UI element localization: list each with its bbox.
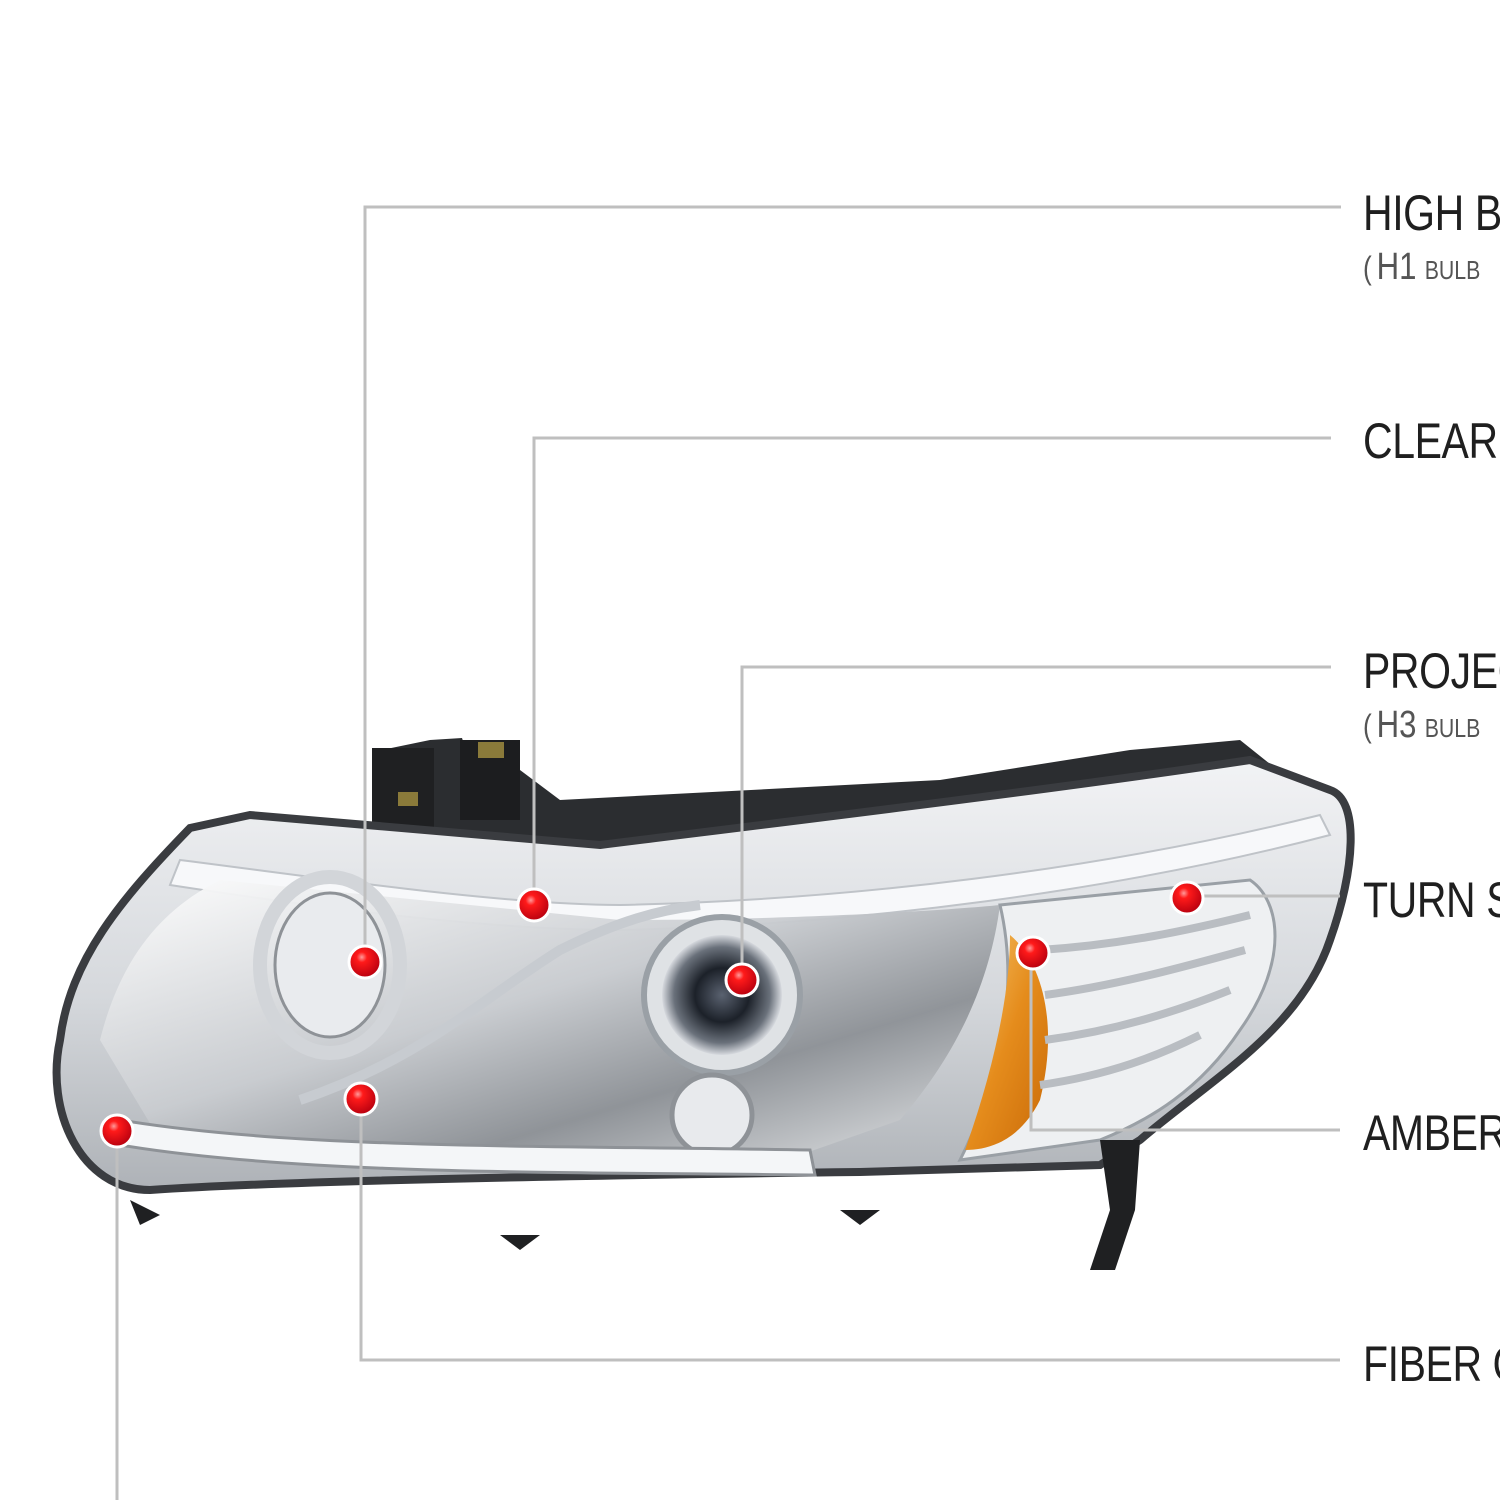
- callout-turn-signal-title: TURN S: [1363, 872, 1500, 928]
- red-dot-marker: [343, 1081, 379, 1117]
- leader-line-clear-lens: [532, 436, 1331, 903]
- red-dot-marker: [1169, 880, 1205, 916]
- callout-high-beam-title: HIGH B: [1363, 185, 1500, 241]
- fiber-optic-swoosh: [298, 900, 701, 1105]
- connector-tab: [478, 742, 504, 758]
- leader-line-amber: [1029, 955, 1340, 1132]
- high-beam-ring: [253, 870, 407, 1060]
- leader-lines: [115, 205, 1341, 1500]
- leader-line-projector: [740, 665, 1331, 978]
- leader-line-high-beam: [363, 205, 1341, 962]
- markers: [99, 880, 1205, 1149]
- red-dot-marker: [99, 1113, 135, 1149]
- callout-amber-title: AMBER: [1363, 1105, 1500, 1161]
- connector-tab-2: [398, 792, 418, 806]
- red-dot-marker: [1015, 935, 1051, 971]
- rear-housing: [372, 738, 1300, 860]
- red-dot-marker: [724, 962, 760, 998]
- high-beam-bowl: [273, 891, 387, 1039]
- callout-paren: (: [1363, 708, 1372, 744]
- callout-bulb-code: H1: [1376, 246, 1417, 288]
- projector-lower-ring: [669, 1072, 755, 1158]
- red-dot-marker: [347, 944, 383, 980]
- callout-projector-title: PROJEC: [1363, 643, 1500, 699]
- chrome-cavity: [100, 880, 1000, 1155]
- headlight-illustration: [52, 738, 1355, 1270]
- amber-reflector: [965, 935, 1049, 1150]
- callout-clear-lens-title: CLEAR I: [1363, 413, 1500, 469]
- leader-line-fiber-optic: [359, 1101, 1340, 1362]
- callout-fiber-optic-title: FIBER O: [1363, 1336, 1500, 1392]
- callout-bulb-word: BULB: [1424, 713, 1481, 743]
- red-dot-marker: [516, 887, 552, 923]
- projector-lens: [662, 935, 782, 1055]
- turn-signal-ribs: [1039, 911, 1251, 1089]
- callout-bulb-code: H3: [1376, 704, 1417, 746]
- mounting-bracket: [1090, 1140, 1140, 1270]
- lower-clips: [130, 1200, 880, 1250]
- callout-bulb-word: BULB: [1424, 255, 1481, 285]
- callout-paren: (: [1363, 250, 1372, 286]
- fiber-optic-bar: [118, 1118, 817, 1177]
